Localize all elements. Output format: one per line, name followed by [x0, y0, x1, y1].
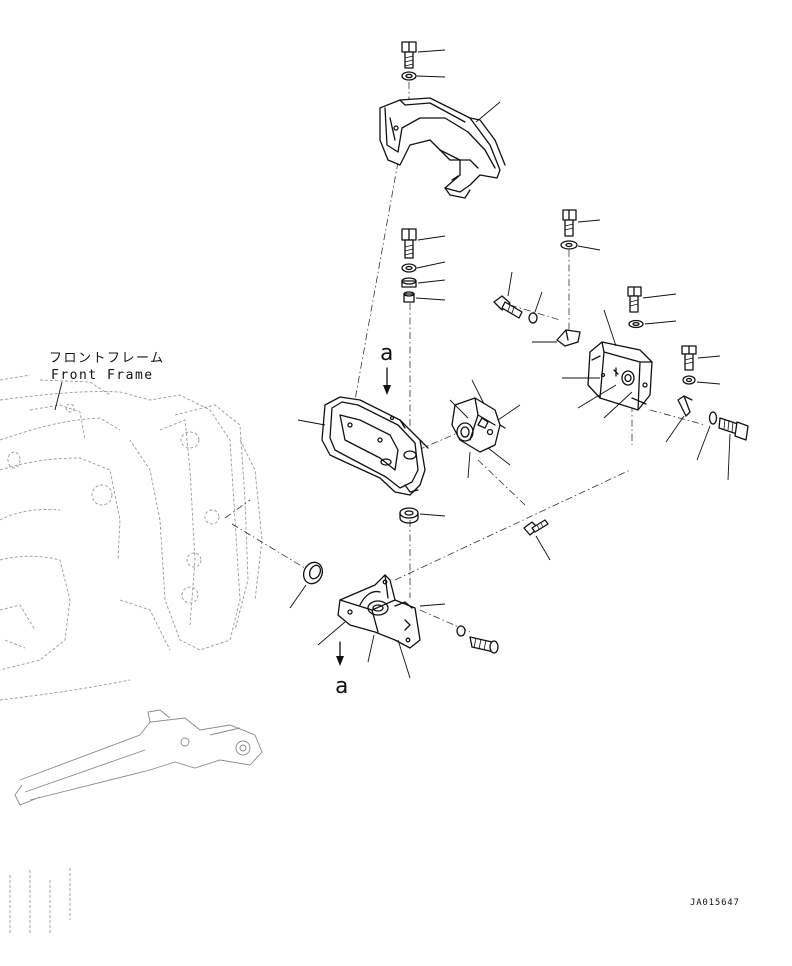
frame-label-japanese: フロントフレーム: [49, 351, 165, 366]
washer-lamp-right: [560, 240, 601, 251]
washer-mid: [401, 261, 446, 273]
bolt-top: [401, 41, 446, 69]
clip-ring: [696, 411, 718, 461]
washer-upper-right: [528, 291, 543, 324]
cover-guard: [379, 97, 506, 199]
base-bracket: [317, 574, 446, 679]
lamp-left: [449, 379, 521, 479]
front-frame-outline: [0, 374, 263, 935]
bolt-base: [456, 625, 499, 654]
lamp-clip: [532, 329, 581, 347]
view-marker-upper-label: a: [380, 341, 393, 366]
view-marker-lower-label: a: [335, 674, 348, 699]
washer-lamp-lower: [682, 375, 721, 385]
view-marker-upper: a: [380, 341, 393, 395]
linkage-arm: [14, 709, 263, 806]
bolt-upper-right: [493, 271, 523, 319]
bushing: [399, 507, 446, 524]
nut-mid: [401, 277, 446, 288]
bolt-lamp-pair: [627, 286, 677, 329]
bolt-right: [718, 417, 749, 481]
clip-right: [665, 395, 693, 443]
bolt-mid: [401, 228, 446, 259]
rear-lamp: [562, 309, 653, 419]
bolt-lamp-right: [562, 209, 601, 237]
grommet: [289, 561, 324, 609]
guard-bracket: [297, 396, 429, 496]
washer-top: [401, 71, 446, 81]
bolt-side: [523, 519, 551, 561]
frame-label: フロントフレーム Front Frame: [49, 351, 165, 411]
spacer-mid: [403, 291, 446, 303]
bolt-lamp-lower: [681, 345, 721, 371]
drawing-number: JA015647: [690, 898, 740, 908]
frame-label-english: Front Frame: [51, 368, 154, 383]
view-marker-lower: a: [335, 641, 348, 699]
